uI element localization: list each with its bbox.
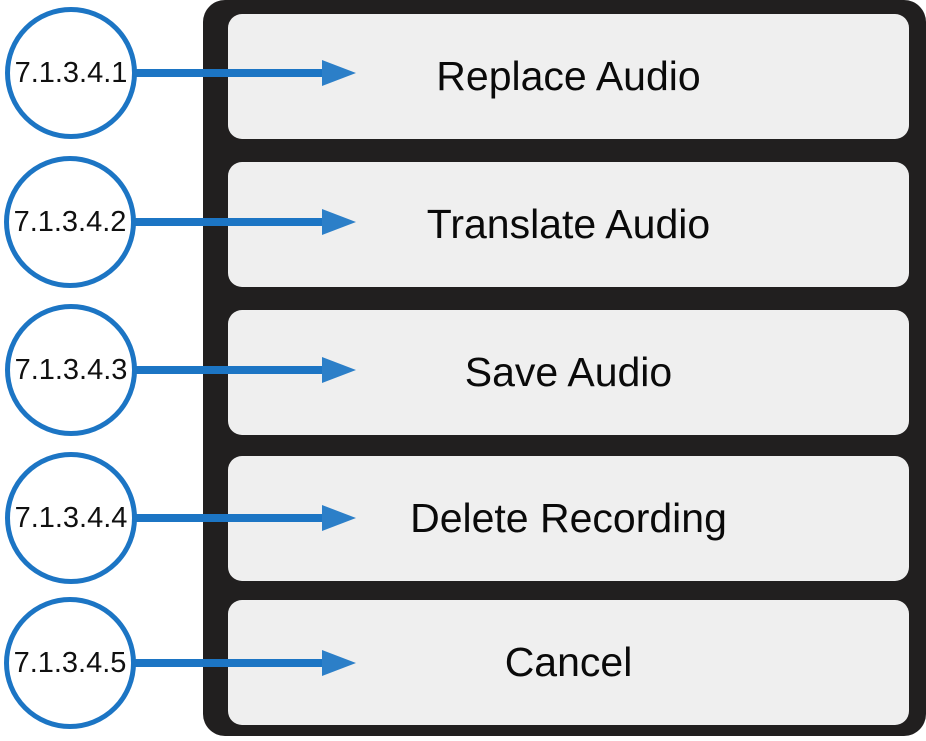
annotation-badge-label: 7.1.3.4.5 <box>13 646 127 679</box>
action-button-save-audio[interactable]: Save Audio <box>228 310 909 435</box>
action-button-label: Replace Audio <box>436 53 701 99</box>
annotation-badge-7-1-3-4-2: 7.1.3.4.2 <box>4 156 136 288</box>
action-button-label: Translate Audio <box>426 201 711 247</box>
annotation-badge-label: 7.1.3.4.4 <box>14 501 128 534</box>
annotation-badge-label: 7.1.3.4.3 <box>14 353 128 386</box>
action-button-cancel[interactable]: Cancel <box>228 600 909 725</box>
annotation-badge-7-1-3-4-5: 7.1.3.4.5 <box>4 597 136 729</box>
annotation-badge-label: 7.1.3.4.1 <box>14 56 128 89</box>
annotation-badge-7-1-3-4-3: 7.1.3.4.3 <box>5 304 137 436</box>
action-button-translate-audio[interactable]: Translate Audio <box>228 162 909 287</box>
annotation-badge-label: 7.1.3.4.2 <box>13 205 127 238</box>
annotation-badge-7-1-3-4-1: 7.1.3.4.1 <box>5 7 137 139</box>
action-button-label: Cancel <box>504 639 633 685</box>
action-button-replace-audio[interactable]: Replace Audio <box>228 14 909 139</box>
action-button-label: Delete Recording <box>410 495 727 541</box>
annotation-badge-7-1-3-4-4: 7.1.3.4.4 <box>5 452 137 584</box>
action-button-delete-recording[interactable]: Delete Recording <box>228 456 909 581</box>
action-button-label: Save Audio <box>464 349 673 395</box>
